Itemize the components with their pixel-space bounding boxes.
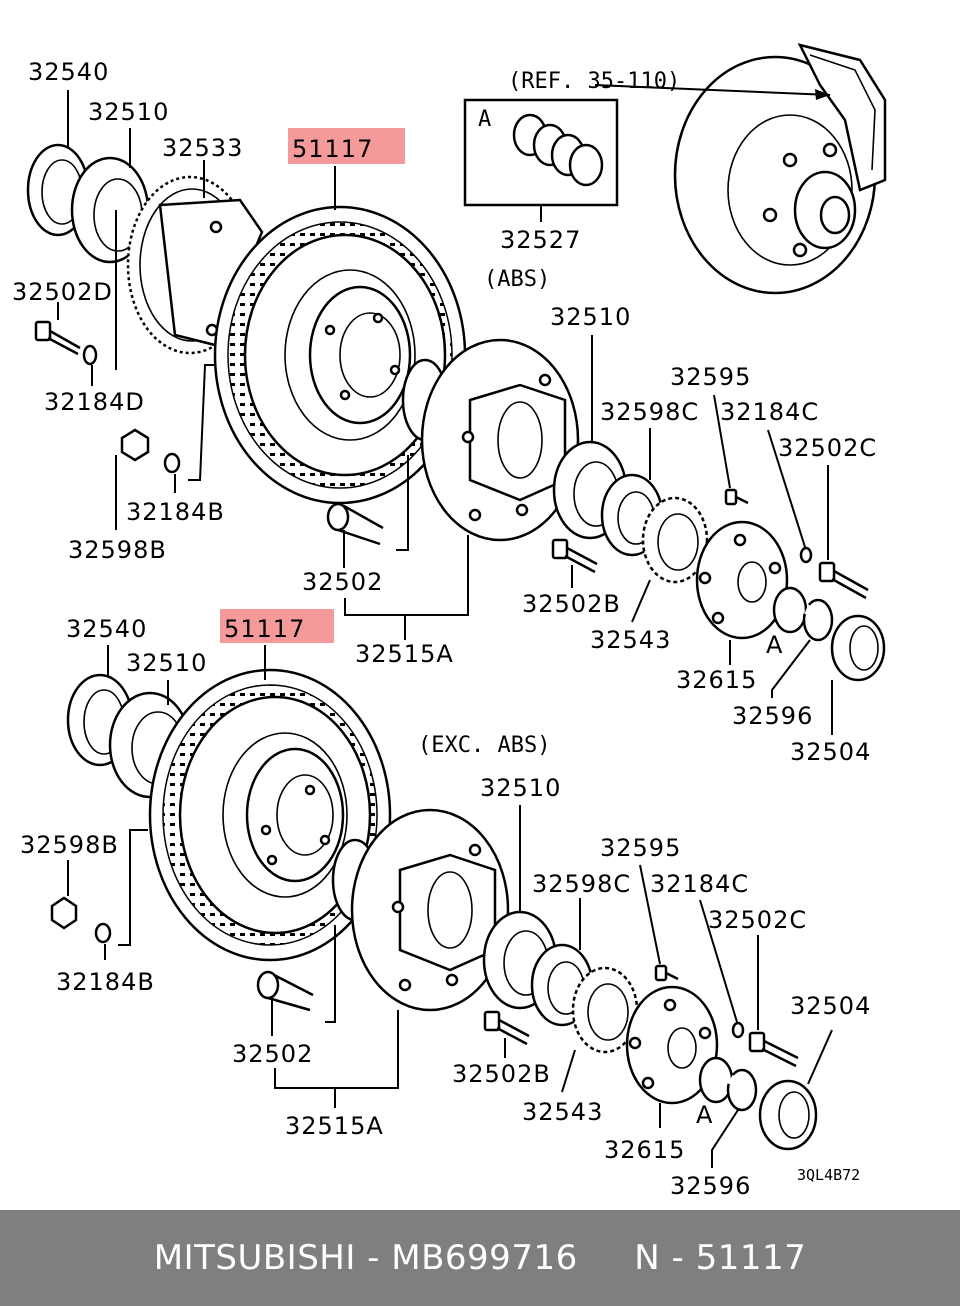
label-32598B-bottom: 32598B bbox=[20, 831, 119, 859]
nut-32598B-bottom bbox=[50, 896, 78, 930]
hub-32515A-top bbox=[401, 338, 580, 542]
label-32502-top: 32502 bbox=[302, 568, 383, 596]
gasket-32543-top bbox=[641, 496, 709, 584]
label-32596-top: 32596 bbox=[732, 702, 813, 730]
flange-32615-top bbox=[695, 520, 789, 640]
washer-32184C-top bbox=[799, 546, 813, 564]
label-51117-bottom: 51117 bbox=[224, 615, 305, 643]
nut-32598B-top bbox=[120, 428, 150, 462]
label-32596-bottom: 32596 bbox=[670, 1172, 751, 1200]
label-32502B-top: 32502B bbox=[522, 590, 621, 618]
highlight-51117-bottom bbox=[220, 609, 334, 643]
drawing-code: 3QL4B72 bbox=[797, 1166, 860, 1184]
label-32184C-bottom: 32184C bbox=[650, 870, 749, 898]
label-32543-bottom: 32543 bbox=[522, 1098, 603, 1126]
marker-A-top: A bbox=[766, 631, 783, 659]
abs-note: (ABS) bbox=[484, 267, 550, 292]
marker-A-bottom: A bbox=[696, 1101, 713, 1129]
label-32598C-bottom: 32598C bbox=[532, 870, 631, 898]
bolt-32502B-bottom bbox=[483, 1010, 530, 1046]
label-32515A-top: 32515A bbox=[355, 640, 454, 668]
label-32510-outer-bottom: 32510 bbox=[126, 649, 207, 677]
hub-cap-32504-top bbox=[830, 614, 886, 682]
label-32515A-bottom: 32515A bbox=[285, 1112, 384, 1140]
flange-32615-bottom bbox=[625, 985, 719, 1105]
label-32540-bottom: 32540 bbox=[66, 615, 147, 643]
hub-cap-32504-bottom bbox=[758, 1079, 818, 1151]
snap-rings-32596-top bbox=[772, 586, 834, 642]
reference-label: (REF. 35-110) bbox=[508, 69, 680, 94]
reference-arrow bbox=[815, 89, 830, 100]
label-32504-bottom: 32504 bbox=[790, 992, 871, 1020]
label-32184D: 32184D bbox=[44, 388, 145, 416]
label-32543-top: 32543 bbox=[590, 626, 671, 654]
label-32510-outer-top: 32510 bbox=[88, 98, 169, 126]
label-32533: 32533 bbox=[162, 134, 243, 162]
bolt-32595-bottom bbox=[654, 964, 679, 982]
washer-32184D bbox=[82, 344, 98, 366]
stud-32502-top bbox=[326, 502, 384, 546]
bolt-32502C-top bbox=[818, 561, 869, 600]
top-assembly-abs: (REF. 35-110) A 32527 (ABS) 32540 32510 bbox=[12, 43, 887, 766]
label-32184B-bottom: 32184B bbox=[56, 968, 155, 996]
kit-box-marker: A bbox=[478, 107, 491, 132]
label-32615-top: 32615 bbox=[676, 666, 757, 694]
washer-32184B-top bbox=[163, 452, 181, 474]
label-32184B-top: 32184B bbox=[126, 498, 225, 526]
brake-disc-51117-bottom bbox=[148, 668, 392, 962]
washer-32184C-bottom bbox=[731, 1021, 745, 1039]
bolt-32502C-bottom bbox=[748, 1031, 799, 1068]
highlight-51117-top bbox=[288, 128, 405, 164]
label-32540-top: 32540 bbox=[28, 58, 109, 86]
washer-32184B-bottom bbox=[94, 922, 112, 944]
label-32527: 32527 bbox=[500, 226, 581, 254]
brake-disc-51117-top bbox=[213, 205, 467, 505]
reference-leader bbox=[594, 84, 831, 96]
bolt-32502D bbox=[34, 320, 81, 356]
exploded-parts-diagram: (REF. 35-110) A 32527 (ABS) 32540 32510 bbox=[12, 43, 887, 1200]
label-32504-top: 32504 bbox=[790, 738, 871, 766]
snap-ring-set bbox=[512, 113, 604, 187]
label-32502D: 32502D bbox=[12, 278, 113, 306]
exc-abs-note: (EXC. ABS) bbox=[418, 733, 550, 758]
bolt-32595-top bbox=[724, 488, 749, 506]
label-32595-top: 32595 bbox=[670, 363, 751, 391]
label-32502B-bottom: 32502B bbox=[452, 1060, 551, 1088]
bottom-assembly-exc-abs: (EXC. ABS) 32540 32510 51117 bbox=[20, 609, 871, 1200]
label-32595-bottom: 32595 bbox=[600, 834, 681, 862]
label-32510-inner-top: 32510 bbox=[550, 303, 631, 331]
label-32598B-top: 32598B bbox=[68, 536, 167, 564]
stud-32502-bottom bbox=[256, 970, 314, 1012]
label-51117-top: 51117 bbox=[292, 135, 373, 163]
label-32502C-top: 32502C bbox=[778, 434, 877, 462]
part-info-footer: MITSUBISHI - MB699716 N - 51117 bbox=[0, 1210, 960, 1306]
reference-hub-assembly bbox=[673, 43, 887, 295]
label-32598C-top: 32598C bbox=[600, 398, 699, 426]
bolt-32502B-top bbox=[551, 538, 598, 574]
label-32510-inner-bottom: 32510 bbox=[480, 774, 561, 802]
label-32184C-top: 32184C bbox=[720, 398, 819, 426]
hub-32515A-bottom bbox=[331, 808, 510, 1012]
label-32502-bottom: 32502 bbox=[232, 1040, 313, 1068]
part-info-text: MITSUBISHI - MB699716 N - 51117 bbox=[153, 1238, 807, 1278]
label-32615-bottom: 32615 bbox=[604, 1136, 685, 1164]
label-32502C-bottom: 32502C bbox=[708, 906, 807, 934]
snap-rings-32596-bottom bbox=[698, 1056, 758, 1112]
